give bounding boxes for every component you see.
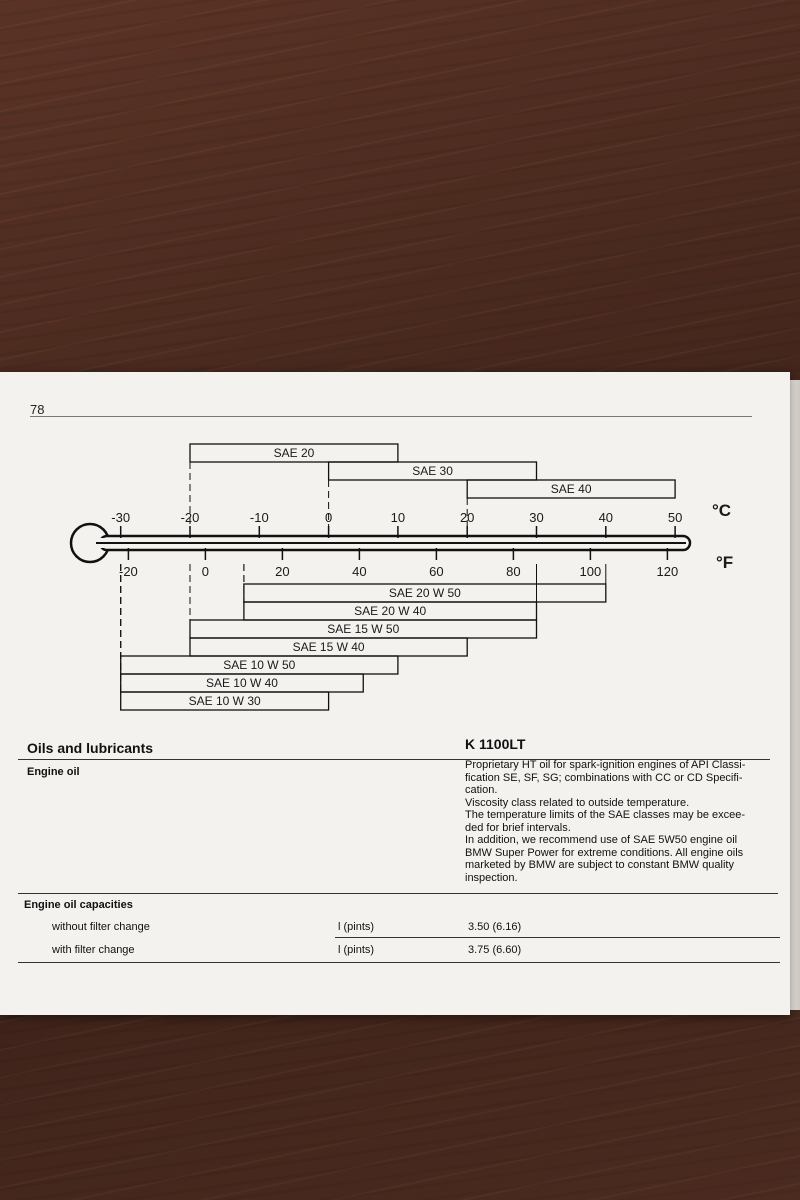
cap-row-unit: l (pints) — [338, 944, 375, 956]
celsius-tick-label: 10 — [391, 510, 405, 525]
celsius-range-bar — [189, 443, 399, 463]
row-rule — [335, 937, 780, 938]
engine-oil-line: ded for brief intervals. — [465, 821, 571, 834]
celsius-tick-label: -10 — [250, 510, 269, 525]
cap-row-value: 3.50 (6.16) — [468, 921, 522, 933]
fahrenheit-tick-label: 0 — [202, 564, 209, 579]
capacities-title: Engine oil capacities — [24, 899, 133, 911]
fahrenheit-bar-label: SAE 10 W 50 — [223, 658, 295, 672]
fahrenheit-tick-label: 100 — [580, 564, 602, 579]
header-rule — [30, 402, 752, 417]
celsius-bar-label: SAE 20 — [274, 446, 315, 460]
fahrenheit-bar-label: SAE 10 W 40 — [206, 676, 278, 690]
celsius-range-bar — [466, 479, 676, 499]
cap-row-label: with filter change — [52, 944, 135, 956]
engine-oil-description: Proprietary HT oil for spark-ignition en… — [465, 759, 777, 884]
page-number: 78 — [30, 402, 45, 417]
fahrenheit-bar-label: SAE 20 W 40 — [354, 604, 426, 618]
cap-row-unit: l (pints) — [338, 921, 375, 933]
fahrenheit-tick-label: 80 — [506, 564, 520, 579]
fahrenheit-tick-label: -20 — [119, 564, 138, 579]
engine-oil-line: Proprietary HT oil for spark-ignition en… — [465, 759, 746, 771]
viscosity-temperature-chart: -30-20-1001020304050°C-20020406080100120… — [69, 443, 733, 711]
engine-oil-line: BMW Super Power for extreme conditions. … — [465, 846, 744, 859]
fahrenheit-tick-label: 40 — [352, 564, 366, 579]
model-title: K 1100LT — [465, 736, 526, 752]
celsius-tick-label: 40 — [599, 510, 613, 525]
manual-page: 78 -30-20-1001020304050°C-20020406080100… — [0, 372, 790, 1015]
fahrenheit-tick-label: 60 — [429, 564, 443, 579]
fahrenheit-range-bar — [120, 691, 330, 711]
engine-oil-line: inspection. — [465, 871, 518, 884]
engine-oil-line: Viscosity class related to outside tempe… — [465, 796, 690, 809]
section-title: Oils and lubricants — [27, 740, 154, 756]
engine-oil-line: marketed by BMW are subject to constant … — [465, 859, 734, 871]
cap-row-label: without filter change — [52, 921, 150, 933]
celsius-bar-label: SAE 40 — [551, 482, 592, 496]
engine-oil-line: In addition, we recommend use of SAE 5W5… — [465, 834, 738, 846]
fahrenheit-bar-label: SAE 15 W 50 — [327, 622, 399, 636]
capacities-rule — [18, 893, 778, 894]
celsius-tick-label: -30 — [111, 510, 130, 525]
fahrenheit-bar-label: SAE 15 W 40 — [293, 640, 365, 654]
cap-row-value: 3.75 (6.60) — [468, 944, 522, 956]
engine-oil-line: fication SE, SF, SG; combinations with C… — [465, 771, 743, 784]
bottom-rule — [18, 962, 780, 963]
section-rule — [18, 759, 770, 760]
celsius-unit: °C — [712, 501, 731, 520]
fahrenheit-tick-label: 120 — [657, 564, 679, 579]
celsius-range-bar — [327, 461, 538, 481]
celsius-bar-label: SAE 30 — [412, 464, 453, 478]
celsius-tick-label: 20 — [460, 510, 474, 525]
fahrenheit-bar-label: SAE 10 W 30 — [189, 694, 261, 708]
engine-oil-line: cation. — [465, 784, 498, 796]
engine-oil-line: The temperature limits of the SAE classe… — [465, 809, 746, 821]
celsius-tick-label: 30 — [529, 510, 543, 525]
engine-oil-label: Engine oil — [27, 766, 80, 778]
celsius-tick-label: 50 — [668, 510, 682, 525]
fahrenheit-bar-label: SAE 20 W 50 — [389, 586, 461, 600]
fahrenheit-tick-label: 20 — [275, 564, 289, 579]
fahrenheit-unit: °F — [716, 553, 733, 572]
